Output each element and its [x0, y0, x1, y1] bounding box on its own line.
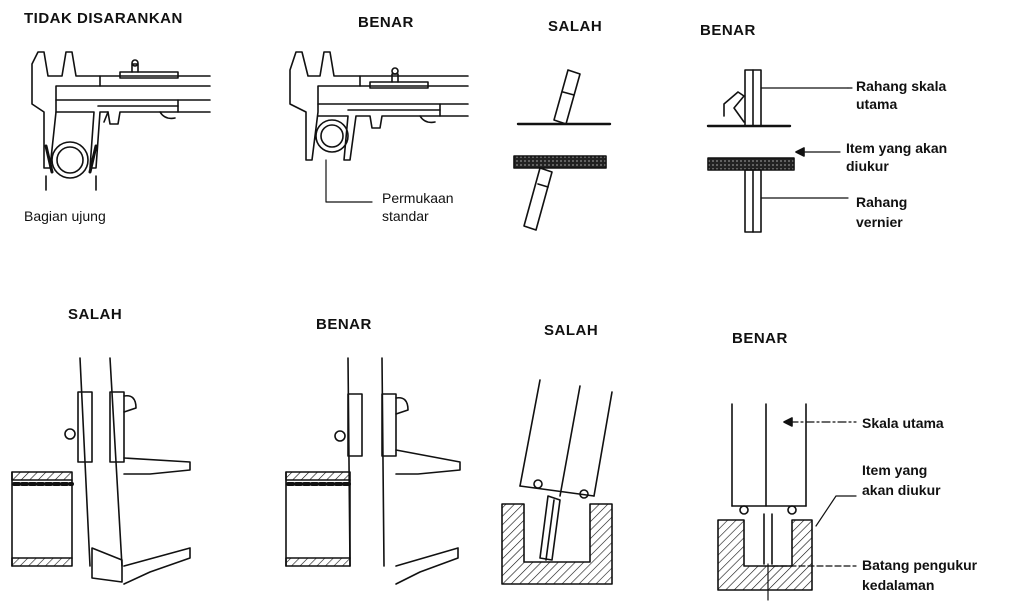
panel-8-drawing [717, 403, 857, 601]
panel-4-rahang-skala-line2: utama [856, 96, 898, 112]
panel-5-drawing [11, 357, 191, 585]
panel-8-item-line2: akan diukur [862, 482, 941, 498]
panel-8-skala-utama: Skala utama [862, 415, 944, 431]
panel-2-caliper-drawing [289, 51, 469, 203]
panel-1-title: TIDAK DISARANKAN [24, 10, 183, 27]
panel-8-item-line1: Item yang [862, 462, 928, 478]
panel-1-annotation: Bagian ujung [24, 208, 106, 224]
panel-6-title: BENAR [316, 316, 372, 333]
panel-2-title: BENAR [358, 14, 414, 31]
panel-2-annotation-line2: standar [382, 208, 429, 224]
panel-4-rahang-vernier-line1: Rahang [856, 194, 908, 210]
panel-4-rahang-vernier-line2: vernier [856, 214, 903, 230]
panel-8-title: BENAR [732, 330, 788, 347]
panel-8-batang-line1: Batang pengukur [862, 557, 978, 573]
panel-5-title: SALAH [68, 306, 123, 323]
panel-3-drawing [513, 69, 612, 231]
panel-7-drawing [501, 379, 613, 585]
panel-4-title: BENAR [700, 22, 756, 39]
panel-2-annotation-line1: Permukaan [382, 190, 454, 206]
panel-8-batang-line2: kedalaman [862, 577, 935, 593]
panel-3-title: SALAH [548, 18, 603, 35]
panel-1-caliper-drawing [31, 51, 211, 191]
panel-6-drawing [285, 357, 461, 585]
panel-4-drawing [706, 69, 849, 233]
panel-4-rahang-skala-line1: Rahang skala [856, 78, 947, 94]
panel-4-item-line2: diukur [846, 158, 889, 174]
panel-7-title: SALAH [544, 322, 599, 339]
panel-4-item-line1: Item yang akan [846, 140, 948, 156]
